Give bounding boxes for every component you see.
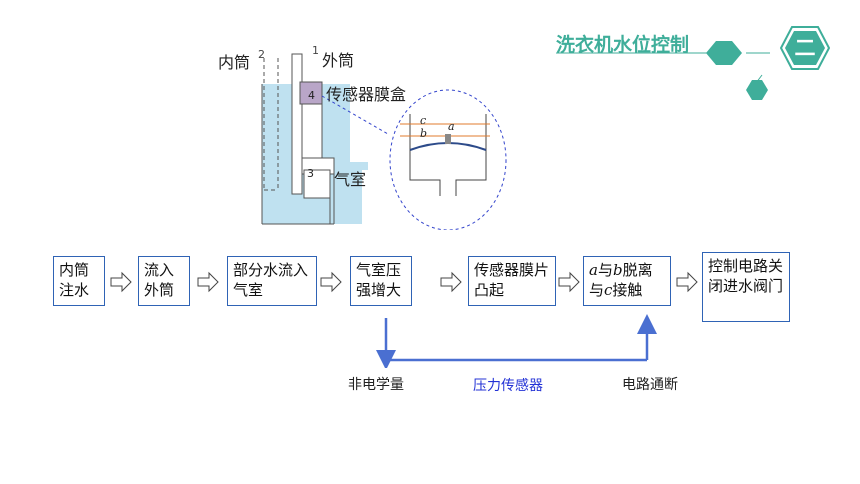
flow-arrow-icon	[440, 271, 462, 293]
flow-step-close-valve: 控制电路关闭进水阀门	[702, 252, 790, 322]
air-chamber-number: 3	[307, 167, 314, 180]
flow-step-contact-switch: a与b脱离 与c接触	[583, 256, 671, 306]
sensor-number: 4	[308, 89, 315, 102]
air-chamber-label: 气室	[334, 170, 367, 189]
contact-text-4: 接触	[612, 281, 643, 299]
outer-tube-number: 1	[312, 44, 319, 57]
flow-step-flow-to-outer: 流入外筒	[138, 256, 190, 306]
flow-arrow-icon	[558, 271, 580, 293]
contact-b: b	[612, 261, 623, 279]
flow-arrow-icon	[320, 271, 342, 293]
apparatus-diagram	[261, 53, 507, 230]
flow-arrow-icon	[110, 271, 132, 293]
flow-arrow-icon	[676, 271, 698, 293]
flow-step-water-into-chamber: 部分水流入气室	[227, 256, 317, 306]
outer-tube-label: 外筒	[322, 51, 355, 70]
section-badge-label: 二	[794, 36, 816, 60]
hexagon-small-icon	[746, 80, 768, 100]
flow-step-pressure-increase: 气室压强增大	[350, 256, 412, 306]
contact-c: c	[604, 281, 613, 299]
non-electrical-label: 非电学量	[348, 377, 404, 393]
contact-b-label: b	[420, 127, 428, 140]
contact-text-1: 与	[597, 261, 613, 279]
header-decoration	[556, 41, 770, 100]
contact-a-label: a	[448, 120, 455, 133]
flow-arrow-icon	[197, 271, 219, 293]
hexagon-icon	[706, 41, 742, 65]
contact-a: a	[589, 261, 598, 279]
circuit-state-label: 电路通断	[622, 377, 678, 393]
flow-step-membrane-bulge: 传感器膜片凸起	[468, 256, 556, 306]
inner-tube-label: 内筒	[218, 53, 251, 72]
sensor-bracket	[376, 314, 657, 368]
contact-text-2: 脱离	[622, 261, 653, 279]
slide-title: 洗衣机水位控制	[556, 34, 690, 56]
flow-step-inner-tube-fill: 内筒注水	[53, 256, 105, 306]
pressure-sensor-label: 压力传感器	[473, 378, 543, 394]
section-badge	[780, 26, 830, 70]
sensor-label: 传感器膜盒	[326, 85, 407, 104]
contact-c-label: c	[420, 114, 427, 127]
inner-tube-number: 2	[258, 48, 265, 61]
contact-text-3: 与	[589, 281, 605, 299]
